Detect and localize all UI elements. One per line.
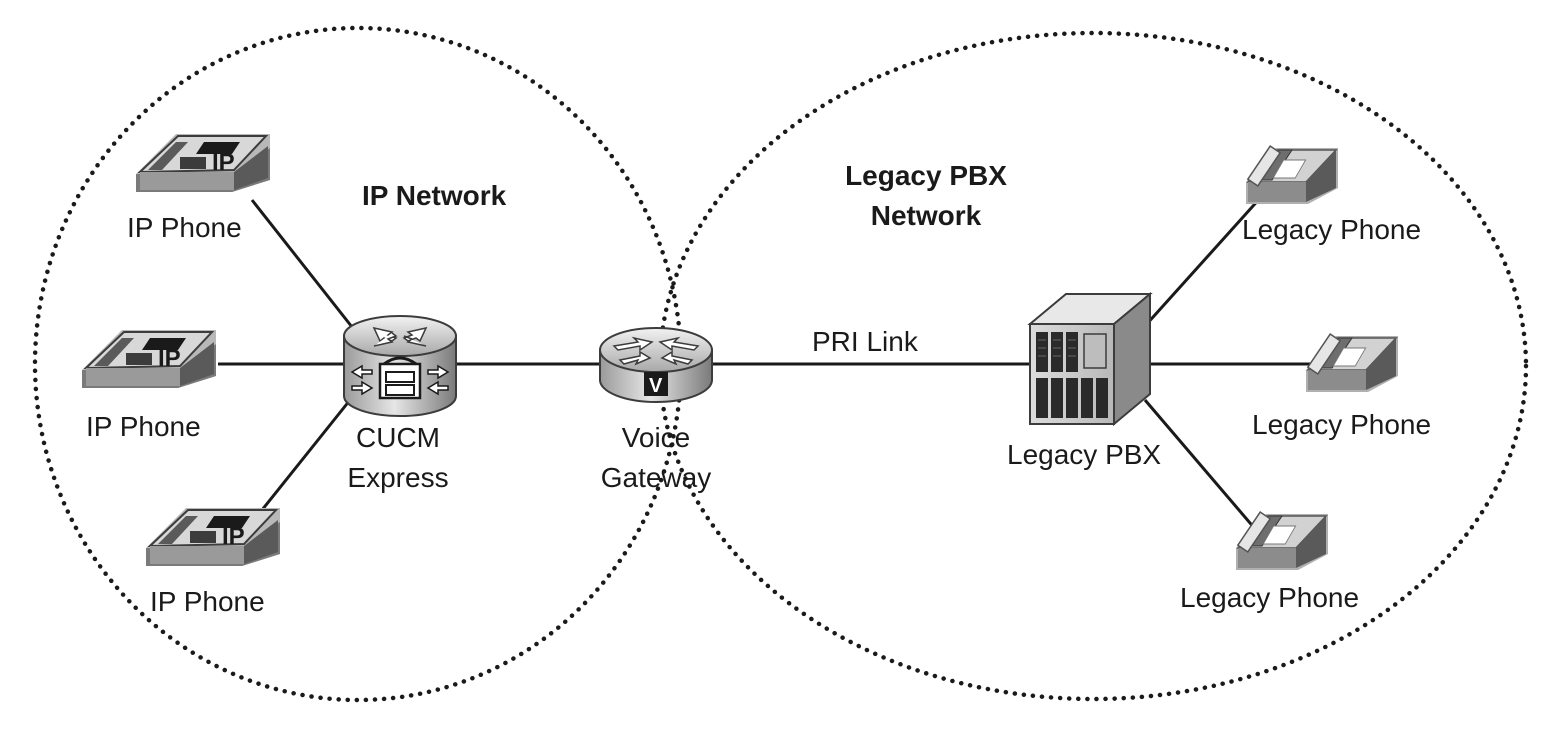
voice-gateway-router-icon: V xyxy=(599,327,713,403)
legacy-phone-mid-icon xyxy=(1306,333,1398,392)
gateway-badge: V xyxy=(649,375,663,397)
legacy-network-title-line2: Network xyxy=(870,200,982,231)
voice-gateway-label-line2: Gateway xyxy=(600,462,712,493)
legacy-phone-top-icon xyxy=(1246,145,1338,204)
ip-phone-badge: IP xyxy=(158,345,181,372)
legacy-network-title-line1: Legacy PBX xyxy=(845,160,1007,191)
ip-network-title: IP Network xyxy=(362,180,507,211)
link-ip-phone-top xyxy=(250,199,354,328)
cucm-express-label-line2: Express xyxy=(347,462,449,493)
legacy-network-boundary xyxy=(657,30,1529,702)
cucm-express-label-line1: CUCM xyxy=(356,422,440,453)
ip-phone-bot-label: IP Phone xyxy=(150,586,265,617)
legacy-phone-mid-label: Legacy Phone xyxy=(1252,409,1432,440)
legacy-phone-bot-icon xyxy=(1236,511,1328,570)
cucm-express-router-icon xyxy=(343,315,457,417)
connections xyxy=(218,194,1316,531)
link-legacy-phone-bot xyxy=(1143,399,1258,531)
ip-phone-badge: IP xyxy=(222,523,245,550)
voice-gateway-label-line1: Voice xyxy=(621,422,691,453)
legacy-phone-bot-label: Legacy Phone xyxy=(1180,582,1360,613)
link-ip-phone-bot xyxy=(260,399,352,511)
ip-phone-mid-icon: IP xyxy=(82,330,216,388)
ip-phone-top-label: IP Phone xyxy=(127,212,242,243)
legacy-phone-top-label: Legacy Phone xyxy=(1242,214,1422,245)
legacy-pbx-label: Legacy PBX xyxy=(1007,439,1162,470)
pbx-cabinet-icon xyxy=(1027,291,1153,427)
ip-phone-mid-label: IP Phone xyxy=(86,411,201,442)
ip-phone-bot-icon: IP xyxy=(146,508,280,566)
link-legacy-phone-top xyxy=(1143,194,1264,328)
pri-link-label: PRI Link xyxy=(812,326,918,357)
ip-phone-badge: IP xyxy=(212,149,235,176)
ip-phone-top-icon: IP xyxy=(136,134,270,192)
